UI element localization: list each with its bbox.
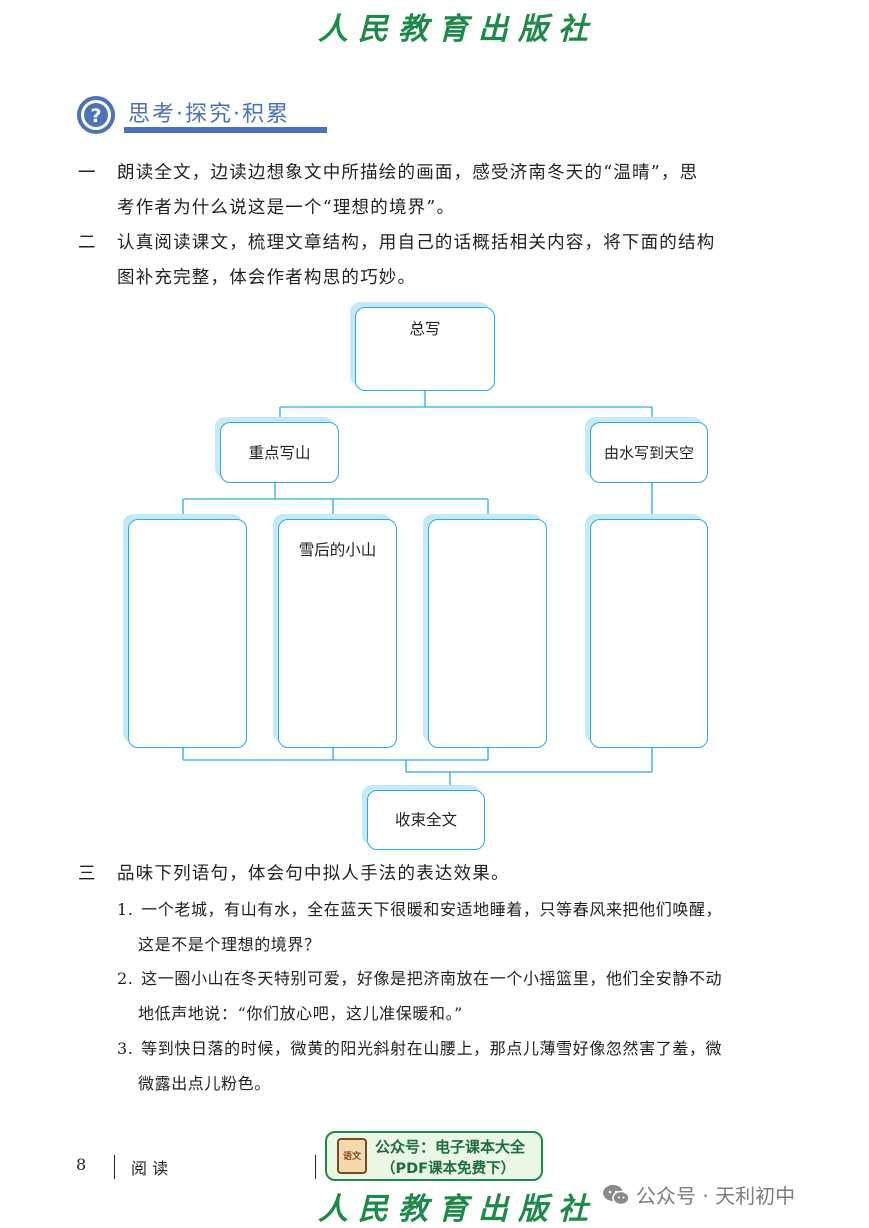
watermark-text: 公众号 · 天利初中 <box>636 1184 796 1208</box>
question-2-line-2: 图补充完整，体会作者构思的巧妙。 <box>117 268 417 288</box>
question-2-line-1: 二认真阅读课文，梳理文章结构，用自己的话概括相关内容，将下面的结构 <box>78 226 715 261</box>
sentence-2-line-2: 地低声地说：“你们放心吧，这儿准保暖和。” <box>138 1004 463 1023</box>
sentence-1-number: 1. <box>117 900 134 919</box>
diagram-leaf-3-box[interactable] <box>428 519 547 748</box>
textbook-icon: 语文 <box>337 1138 367 1174</box>
question-2-text: 认真阅读课文，梳理文章结构，用自己的话概括相关内容，将下面的结构 <box>117 233 716 253</box>
section-title: 思考·探究·积累 <box>128 102 290 127</box>
question-3-line-1: 三品味下列语句，体会句中拟人手法的表达效果。 <box>78 857 510 892</box>
diagram-branch-water-label: 由水写到天空 <box>603 444 694 462</box>
diagram-conclusion-box: 收束全文 <box>367 790 485 850</box>
sentence-2-number: 2. <box>117 969 134 988</box>
wechat-badge: 语文 公众号：电子课本大全 （PDF课本免费下） <box>325 1131 543 1181</box>
sentence-1-text: 一个老城，有山有水，全在蓝天下很暖和安适地睡着，只等春风来把他们唤醒， <box>141 900 723 919</box>
diagram-leaf-4-box[interactable] <box>590 519 708 748</box>
question-1-line-2: 考作者为什么说这是一个“理想的境界”。 <box>117 198 456 218</box>
footer-section-label: 阅 读 <box>131 1159 169 1178</box>
diagram-root-label: 总写 <box>409 320 441 338</box>
sentence-1-line-2: 这是不是个理想的境界？ <box>138 935 321 954</box>
section-title-underline <box>124 127 327 133</box>
svg-text:?: ? <box>90 105 101 127</box>
watermark: 公众号 · 天利初中 <box>602 1180 795 1211</box>
diagram-branch-water-box: 由水写到天空 <box>590 422 708 483</box>
badge-line-2: （PDF课本免费下） <box>381 1161 516 1177</box>
textbook-icon-label: 语文 <box>342 1152 361 1162</box>
question-1-text: 朗读全文，边读边想象文中所描绘的画面，感受济南冬天的“温晴”，思 <box>117 163 699 183</box>
diagram-root-box: 总写 <box>355 307 495 391</box>
badge-line-1: 公众号：电子课本大全 <box>375 1138 526 1156</box>
sentence-2-line-1: 2. 这一圈小山在冬天特别可爱，好像是把济南放在一个小摇篮里，他们全安静不动 <box>117 961 722 996</box>
sentence-2-text: 这一圈小山在冬天特别可爱，好像是把济南放在一个小摇篮里，他们全安静不动 <box>141 969 723 988</box>
footer-divider <box>114 1155 115 1179</box>
diagram-branch-mountain-box: 重点写山 <box>220 422 339 483</box>
sentence-3-number: 3. <box>117 1039 134 1058</box>
diagram-leaf-1-box[interactable] <box>128 519 247 748</box>
question-3-number: 三 <box>78 864 97 884</box>
footer-divider-right <box>315 1155 316 1179</box>
question-2-number: 二 <box>78 233 97 253</box>
diagram-conclusion-label: 收束全文 <box>394 811 457 829</box>
question-1-number: 一 <box>78 163 97 183</box>
wechat-icon <box>602 1184 630 1211</box>
diagram-leaf-2-label: 雪后的小山 <box>298 541 377 559</box>
question-1-line-1: 一朗读全文，边读边想象文中所描绘的画面，感受济南冬天的“温晴”，思 <box>78 156 698 191</box>
page-number: 8 <box>76 1155 87 1174</box>
sentence-3-line-2: 微露出点儿粉色。 <box>138 1074 271 1093</box>
question-3-text: 品味下列语句，体会句中拟人手法的表达效果。 <box>117 864 510 884</box>
sentence-3-line-1: 3. 等到快日落的时候，微黄的阳光斜射在山腰上，那点儿薄雪好像忽然害了羞，微 <box>117 1031 722 1066</box>
publisher-logo-bottom: 人民教育出版社 <box>318 1192 598 1227</box>
diagram-branch-mountain-label: 重点写山 <box>248 444 311 462</box>
diagram-leaf-2-box: 雪后的小山 <box>278 519 397 748</box>
question-mark-icon: ? <box>76 95 116 139</box>
publisher-logo-top: 人民教育出版社 <box>318 12 598 47</box>
sentence-1-line-1: 1. 一个老城，有山有水，全在蓝天下很暖和安适地睡着，只等春风来把他们唤醒， <box>117 892 722 927</box>
sentence-3-text: 等到快日落的时候，微黄的阳光斜射在山腰上，那点儿薄雪好像忽然害了羞，微 <box>141 1039 723 1058</box>
